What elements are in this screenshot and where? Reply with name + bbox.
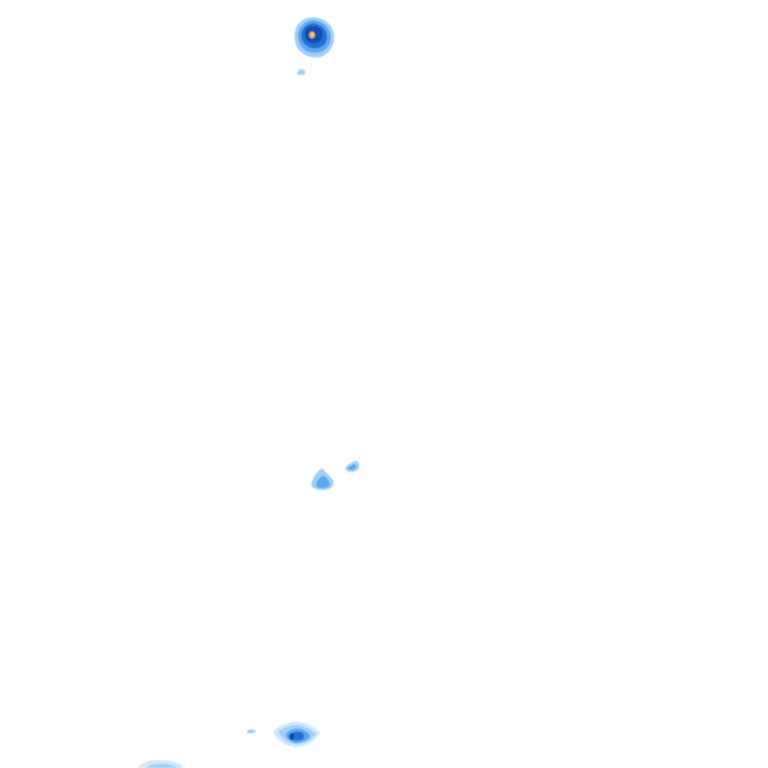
- cell-north-fleck: [297, 69, 306, 75]
- precip-band-light: [297, 69, 306, 75]
- precip-band-light: [146, 764, 178, 768]
- precip-band-vheavy: [289, 733, 295, 740]
- cell-center-west: [311, 468, 334, 490]
- cell-north: [294, 17, 335, 58]
- cell-southwest-edge: [138, 760, 184, 768]
- precip-band-medium: [316, 476, 330, 488]
- precip-band-yellow: [311, 32, 314, 37]
- cell-south: [273, 721, 320, 748]
- precip-band-medium: [348, 464, 357, 470]
- cell-center-east: [345, 461, 360, 472]
- cell-south-fleck: [247, 729, 256, 734]
- precip-band-light: [247, 729, 256, 734]
